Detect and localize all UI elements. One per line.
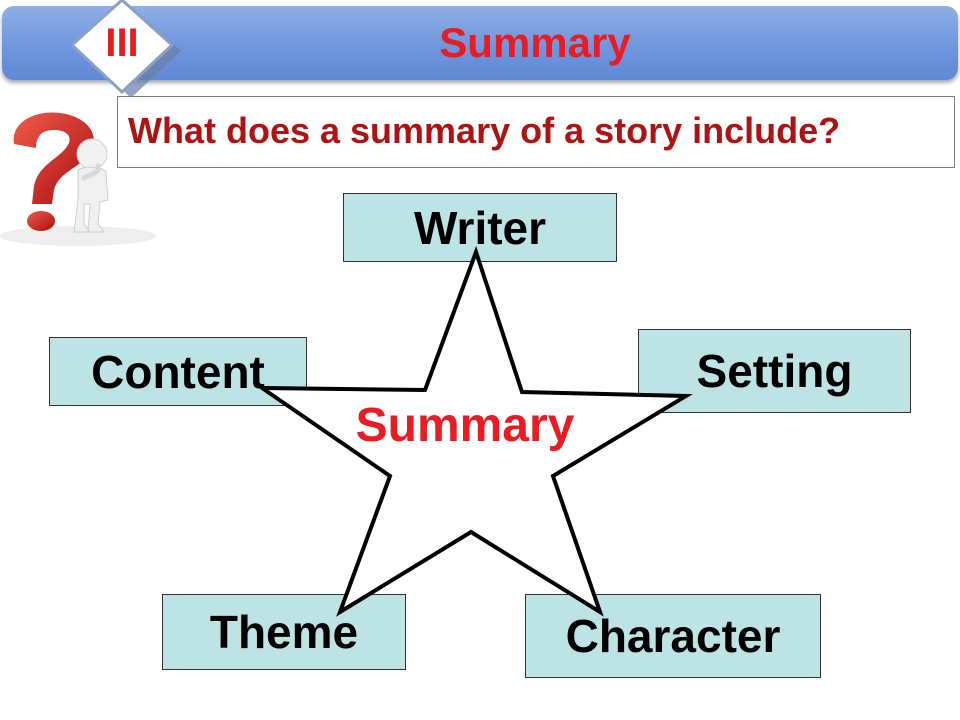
question-box: What does a summary of a story include? — [117, 96, 955, 168]
page-title: Summary — [439, 19, 631, 66]
center-label: Summary — [355, 399, 575, 452]
node-character: Character — [525, 594, 821, 678]
node-content: Content — [49, 337, 307, 406]
section-numeral-badge: III — [72, 0, 184, 102]
question-mark-thinking-figure-icon — [0, 104, 160, 259]
diamond-badge-icon — [72, 0, 181, 98]
section-numeral: III — [105, 21, 139, 65]
node-writer: Writer — [343, 193, 617, 262]
node-theme: Theme — [162, 594, 406, 670]
question-text: What does a summary of a story include? — [128, 110, 841, 151]
